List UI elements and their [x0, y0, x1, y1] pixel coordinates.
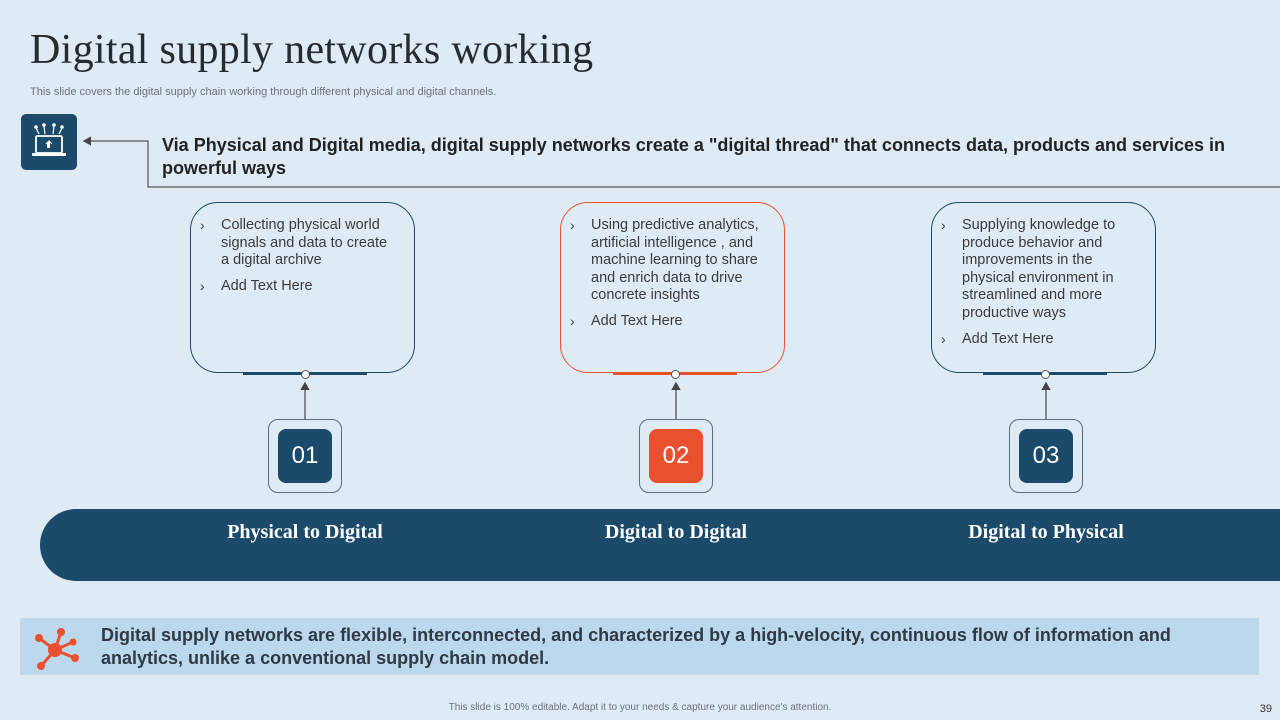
card-digital-to-physical: › Supplying knowledge to produce behavior…: [931, 202, 1156, 373]
editable-note: This slide is 100% editable. Adapt it to…: [448, 702, 832, 713]
step-number-frame: 01: [268, 419, 342, 493]
step-number: 02: [649, 429, 703, 483]
card-point-text: Add Text Here: [221, 277, 313, 294]
band-label-digital-to-physical: Digital to Physical: [968, 521, 1124, 543]
card-point-text: Add Text Here: [962, 330, 1054, 347]
headline: Via Physical and Digital media, digital …: [162, 135, 1226, 178]
chevron-right-icon: ›: [570, 217, 575, 233]
card-point: › Add Text Here: [200, 277, 398, 296]
connector-node: [671, 370, 680, 379]
summary-text: Digital supply networks are flexible, in…: [101, 625, 1171, 668]
card-point-text: Using predictive analytics, artificial i…: [591, 217, 759, 304]
card-point-text: Add Text Here: [591, 312, 683, 329]
summary-callout: Digital supply networks are flexible, in…: [20, 618, 1259, 675]
chevron-right-icon: ›: [941, 330, 946, 347]
card-point-text: Supplying knowledge to produce behavior …: [962, 217, 1116, 321]
card-point: › Add Text Here: [941, 330, 1139, 349]
card-physical-to-digital: › Collecting physical world signals and d…: [190, 202, 415, 373]
network-hub-icon: [31, 624, 81, 677]
card-point: › Collecting physical world signals and d…: [200, 217, 398, 270]
monitor-network-icon: [21, 114, 77, 170]
chevron-right-icon: ›: [941, 217, 946, 233]
connector-node: [1041, 370, 1050, 379]
step-number: 03: [1019, 429, 1073, 483]
card-point: › Add Text Here: [570, 312, 768, 331]
page-subtitle: This slide covers the digital supply cha…: [30, 86, 497, 98]
chevron-right-icon: ›: [200, 217, 205, 233]
connector-node: [301, 370, 310, 379]
step-number: 01: [278, 429, 332, 483]
step-number-frame: 03: [1009, 419, 1083, 493]
page-title: Digital supply networks working: [30, 27, 594, 73]
card-point: › Supplying knowledge to produce behavior…: [941, 217, 1139, 323]
step-number-frame: 02: [639, 419, 713, 493]
card-point: › Using predictive analytics, artificial …: [570, 217, 768, 305]
chevron-right-icon: ›: [570, 312, 575, 329]
card-digital-to-digital: › Using predictive analytics, artificial …: [560, 202, 785, 373]
band-label-digital-to-digital: Digital to Digital: [604, 521, 748, 543]
process-band: [40, 509, 1280, 581]
band-label-physical-to-digital: Physical to Digital: [227, 521, 383, 543]
chevron-right-icon: ›: [200, 277, 205, 294]
card-point-text: Collecting physical world signals and da…: [221, 217, 388, 269]
page-number: 39: [1259, 703, 1272, 715]
